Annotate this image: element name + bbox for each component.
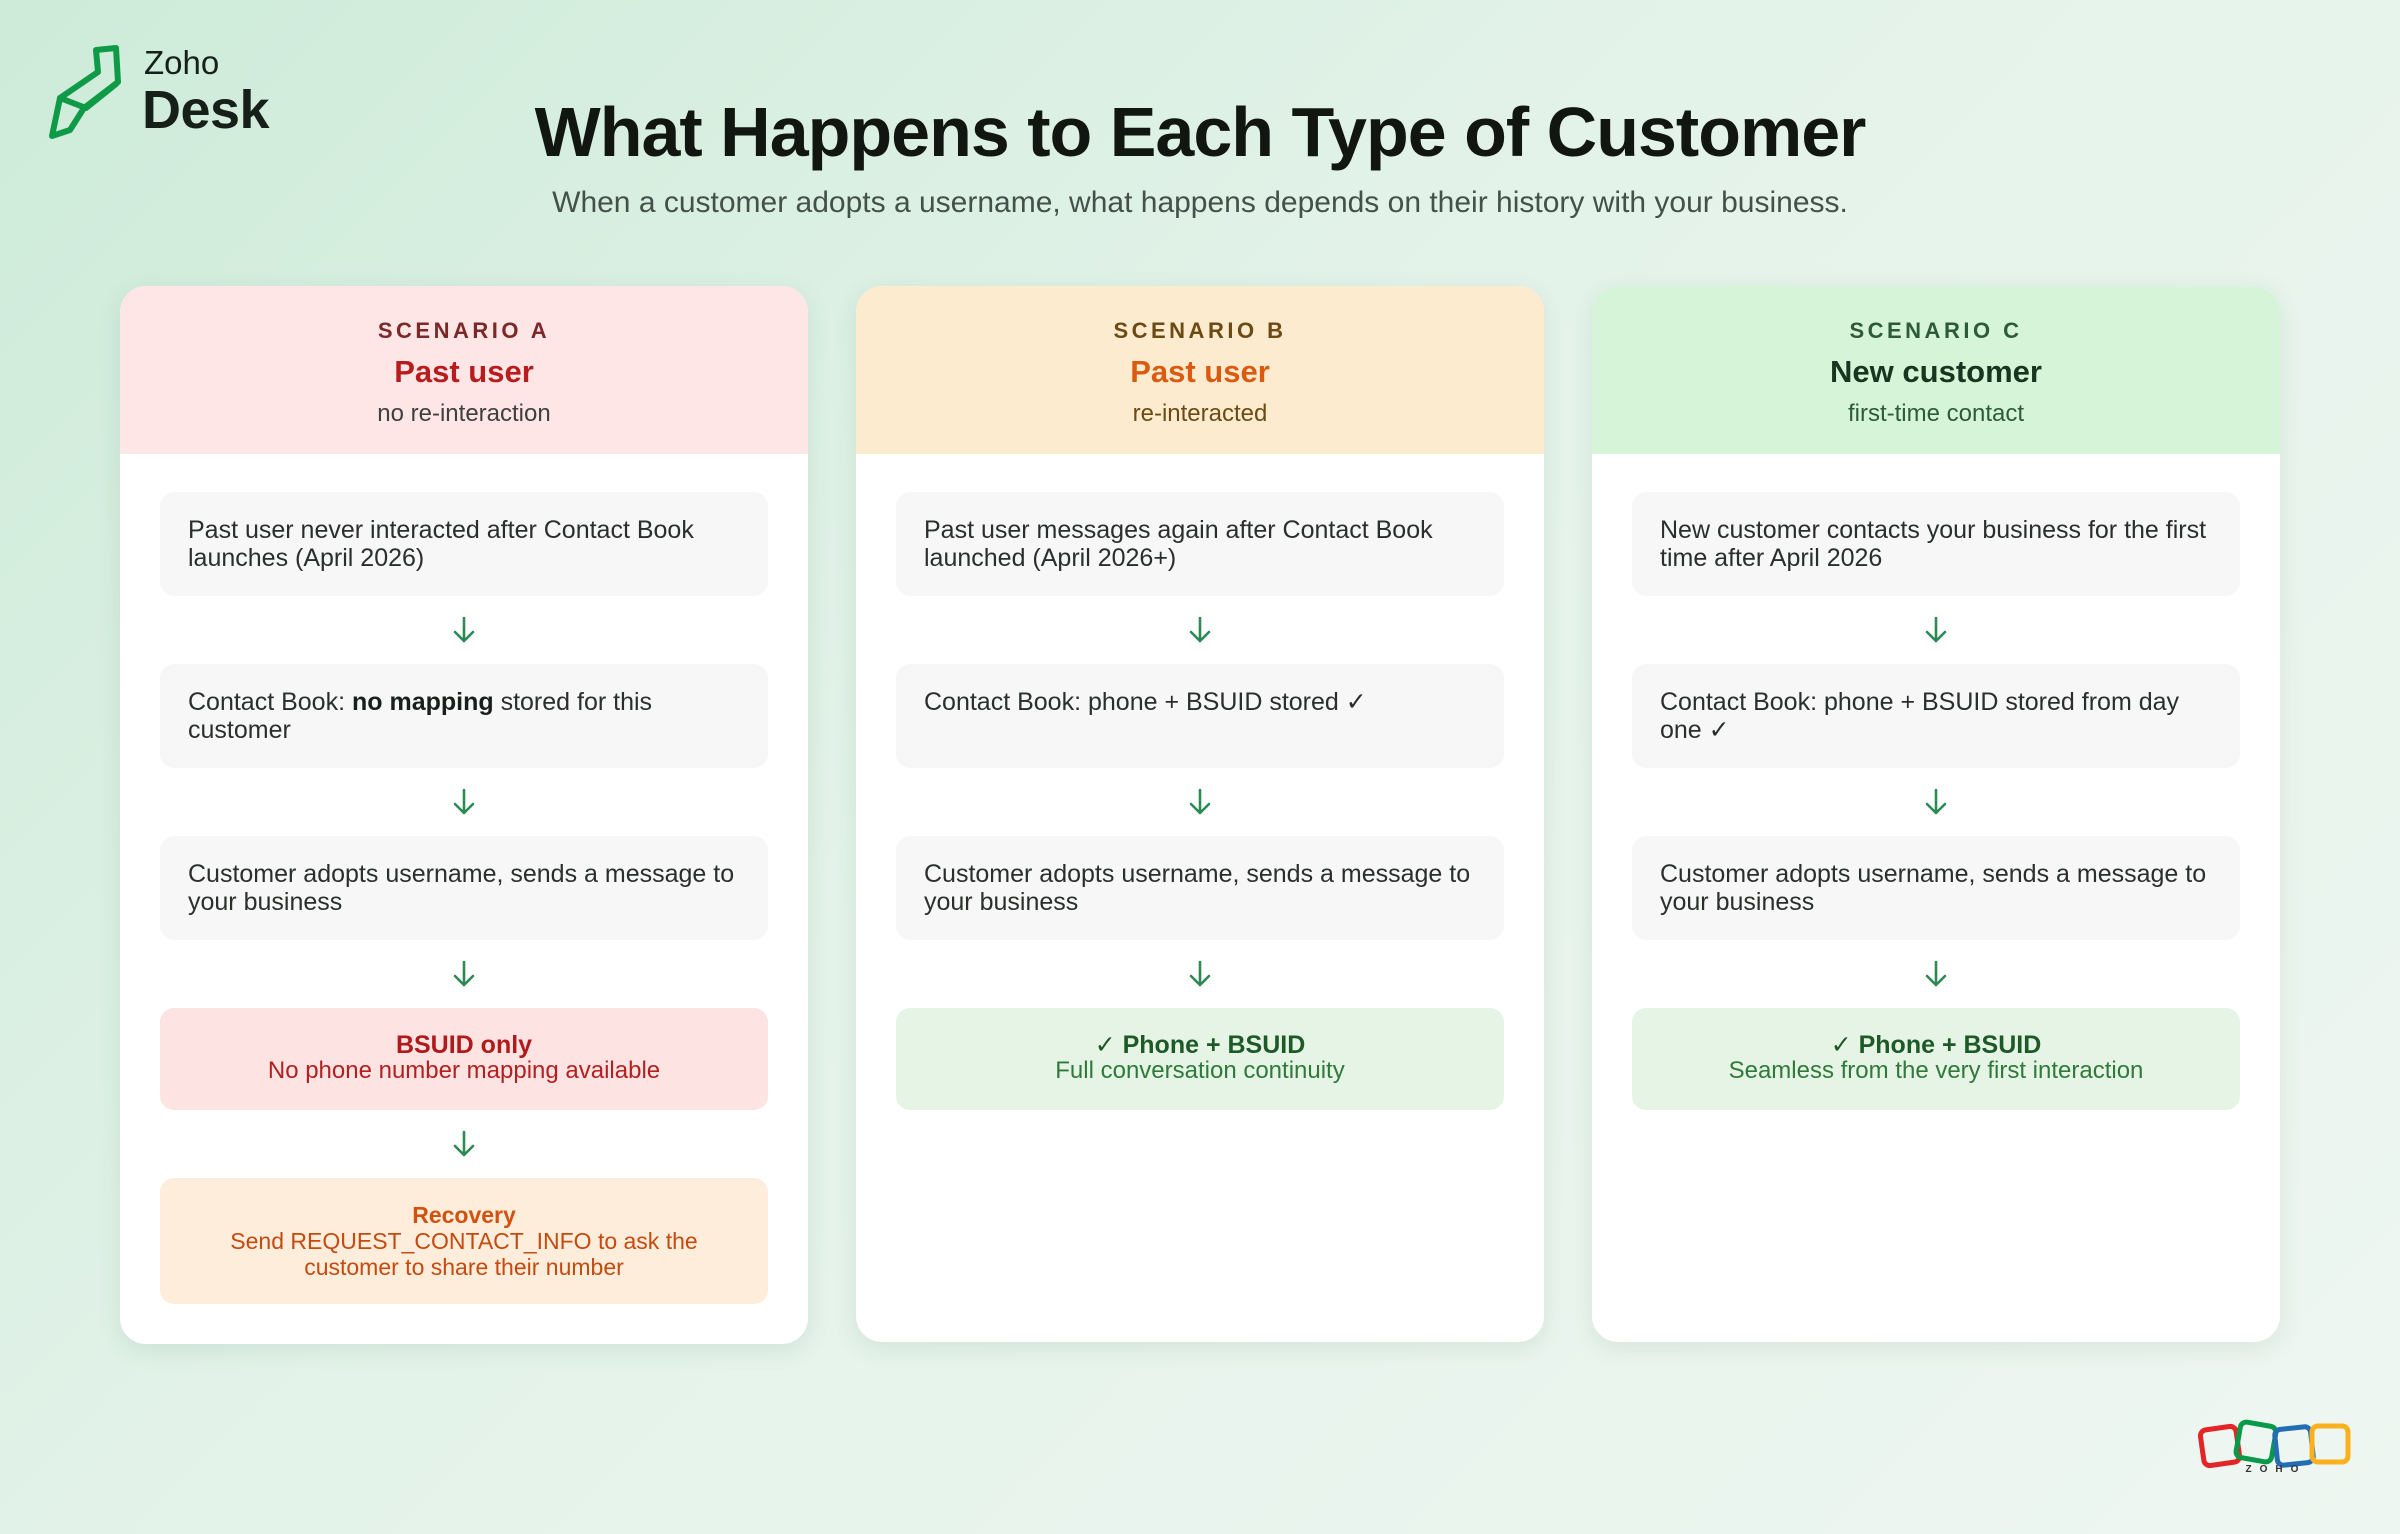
scenario-b-title: Past user (1130, 354, 1270, 389)
scenario-a-recovery-text: Send REQUEST_CONTACT_INFO to ask the cus… (230, 1228, 698, 1280)
scenario-c-card: SCENARIO C New customer first-time conta… (1592, 286, 2280, 1342)
scenario-c-step-2: Contact Book: phone + BSUID stored from … (1632, 664, 2240, 768)
scenario-b-subtitle: re-interacted (1132, 400, 1268, 427)
scenario-b-result: ✓ Phone + BSUID Full conversation contin… (896, 1008, 1504, 1110)
down-arrow-icon (160, 1110, 768, 1178)
down-arrow-icon (160, 940, 768, 1008)
scenario-b-label: SCENARIO B (1113, 318, 1287, 343)
scenario-c-result: ✓ Phone + BSUID Seamless from the very f… (1632, 1008, 2240, 1110)
scenario-a-result-text: No phone number mapping available (267, 1057, 661, 1084)
scenario-b-header: SCENARIO B Past user re-interacted (856, 286, 1544, 454)
scenario-c-label: SCENARIO C (1849, 318, 2023, 343)
scenario-b-step-1: Past user messages again after Contact B… (896, 492, 1504, 596)
scenario-a-result: BSUID only No phone number mapping avail… (160, 1008, 768, 1110)
scenario-c-result-text: Seamless from the very first interaction (1728, 1057, 2144, 1084)
down-arrow-icon (1632, 596, 2240, 664)
zoho-logo-icon (2198, 1419, 2351, 1469)
page-subtitle: When a customer adopts a username, what … (552, 186, 1848, 219)
scenario-a-subtitle: no re-interaction (377, 400, 551, 427)
scenario-c-step-1: New customer contacts your business for … (1632, 492, 2240, 596)
zoho-logo-text: ZOHO (2245, 1464, 2307, 1475)
scenario-a-header: SCENARIO A Past user no re-interaction (120, 286, 808, 454)
logo-desk-text: Desk (142, 79, 270, 140)
down-arrow-icon (896, 768, 1504, 836)
scenario-c-subtitle: first-time contact (1847, 400, 2025, 427)
scenario-c-header: SCENARIO C New customer first-time conta… (1592, 286, 2280, 454)
scenario-a-step-2-before: Contact Book: (188, 688, 352, 716)
scenario-a-step-2-bold: no mapping (351, 688, 494, 716)
scenario-a-label: SCENARIO A (377, 318, 551, 343)
zoho-desk-logo: Zoho Desk (46, 42, 270, 140)
scenario-c-title: New customer (1830, 354, 2042, 389)
down-arrow-icon (160, 596, 768, 664)
down-arrow-icon (1632, 940, 2240, 1008)
down-arrow-icon (1632, 768, 2240, 836)
scenario-a-step-3: Customer adopts username, sends a messag… (160, 836, 768, 940)
down-arrow-icon (896, 596, 1504, 664)
scenario-a-step-2: Contact Book: no mapping stored for this… (160, 664, 768, 768)
page-title: What Happens to Each Type of Customer (534, 93, 1867, 171)
scenario-a-step-2-after: stored for this customer (188, 688, 653, 744)
scenario-a-title: Past user (394, 354, 534, 389)
scenario-a-recovery: Recovery Send REQUEST_CONTACT_INFO to as… (160, 1178, 768, 1304)
scenario-a-card: SCENARIO A Past user no re-interaction P… (120, 286, 808, 1344)
scenario-c-step-3: Customer adopts username, sends a messag… (1632, 836, 2240, 940)
zoho-desk-logo-icon (49, 45, 121, 139)
scenario-b-card: SCENARIO B Past user re-interacted Past … (856, 286, 1544, 1342)
down-arrow-icon (160, 768, 768, 836)
scenario-a-result-title: BSUID only (395, 1031, 533, 1059)
scenario-b-step-3: Customer adopts username, sends a messag… (896, 836, 1504, 940)
scenario-b-step-2: Contact Book: phone + BSUID stored ✓ (896, 664, 1504, 768)
logo-zoho-text: Zoho (144, 43, 220, 81)
scenario-a-step-1: Past user never interacted after Contact… (160, 492, 768, 596)
scenario-c-result-title: ✓ Phone + BSUID (1830, 1031, 2042, 1059)
scenario-b-result-text: Full conversation continuity (1055, 1057, 1345, 1084)
scenario-b-result-title: ✓ Phone + BSUID (1094, 1031, 1306, 1059)
scenario-a-recovery-title: Recovery (412, 1202, 516, 1228)
down-arrow-icon (896, 940, 1504, 1008)
